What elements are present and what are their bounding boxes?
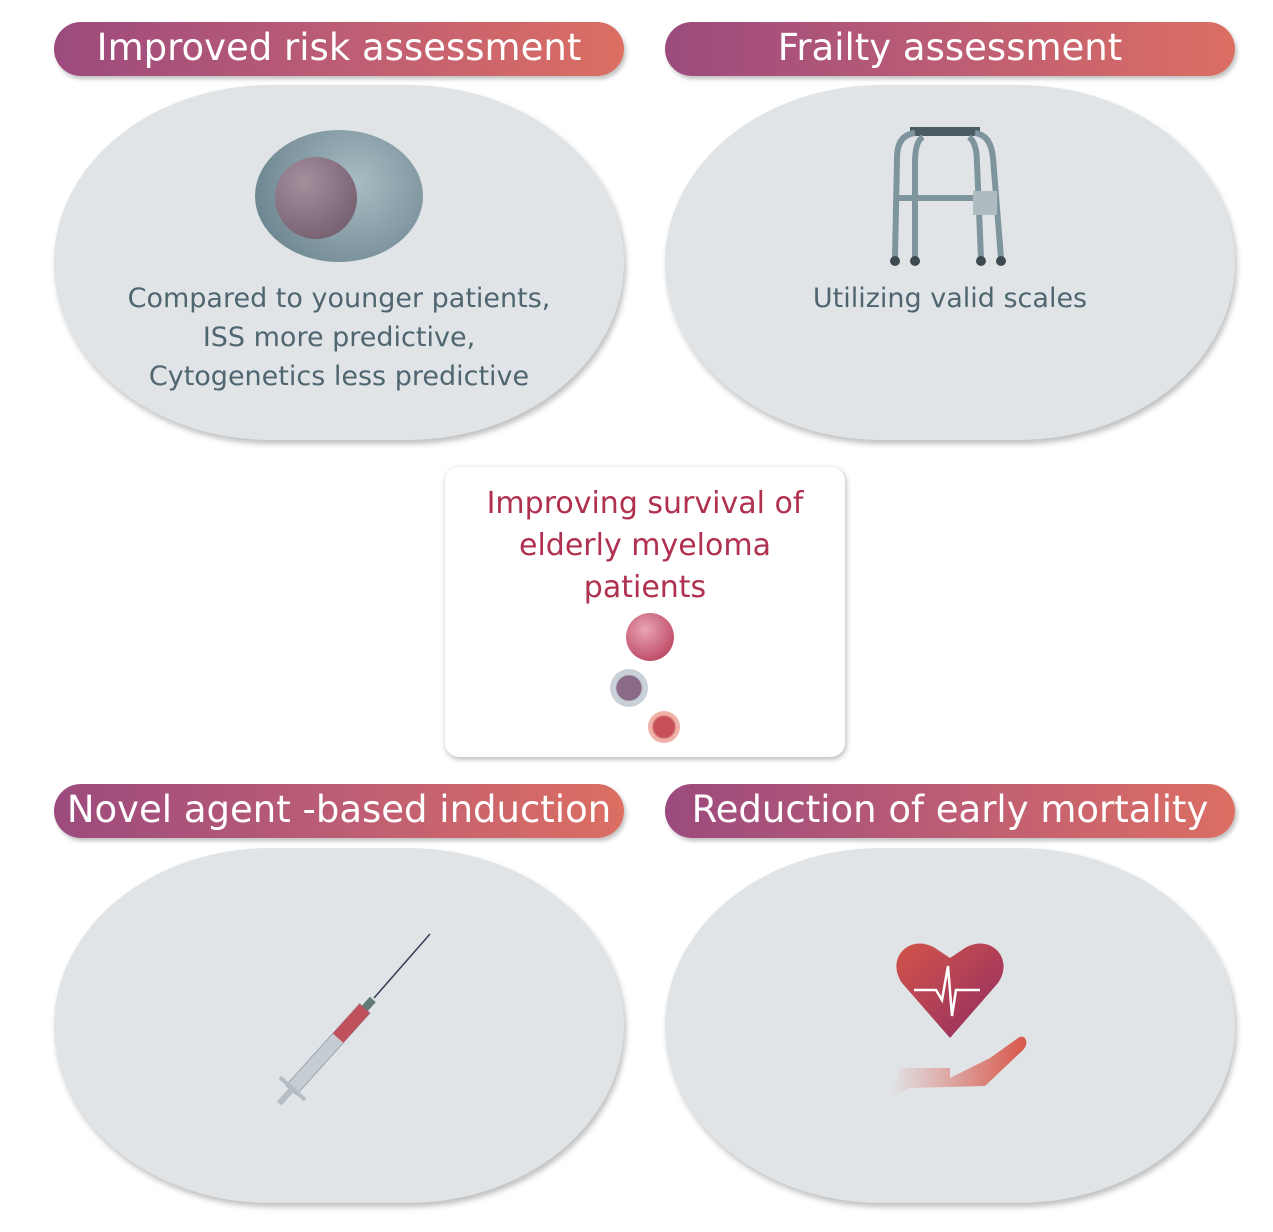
- panel-early-mortality: [665, 848, 1235, 1203]
- panel-text-line: Compared to younger patients,: [127, 283, 551, 314]
- center-text-line: Improving survival of: [486, 486, 804, 521]
- header-frailty-assessment: Frailty assessment: [665, 22, 1235, 76]
- heart-in-hand-icon: [890, 943, 1027, 1098]
- header-reduction-early-mortality: Reduction of early mortality: [665, 784, 1235, 838]
- header-novel-agent-induction: Novel agent -based induction: [54, 784, 624, 838]
- center-text-line: elderly myeloma: [519, 528, 771, 563]
- red-cell-icon: [626, 613, 674, 661]
- header-improved-risk-assessment: Improved risk assessment: [54, 22, 624, 76]
- walker-icon: [890, 127, 1006, 266]
- cell-icon: [255, 130, 423, 262]
- panel-risk-assessment: Compared to younger patients, ISS more p…: [54, 85, 624, 440]
- syringe-icon: [276, 933, 431, 1106]
- grey-cell-icon: [610, 669, 648, 707]
- center-text-line: patients: [583, 570, 707, 605]
- panel-text-line: Cytogenetics less predictive: [148, 361, 530, 392]
- panel-induction: [54, 848, 624, 1203]
- central-goal-box: Improving survival of elderly myeloma pa…: [445, 467, 845, 757]
- panel-text-line: ISS more predictive,: [202, 322, 476, 353]
- panel-text-line: Utilizing valid scales: [812, 283, 1088, 314]
- panel-frailty: Utilizing valid scales: [665, 85, 1235, 440]
- pink-cell-icon: [648, 711, 680, 743]
